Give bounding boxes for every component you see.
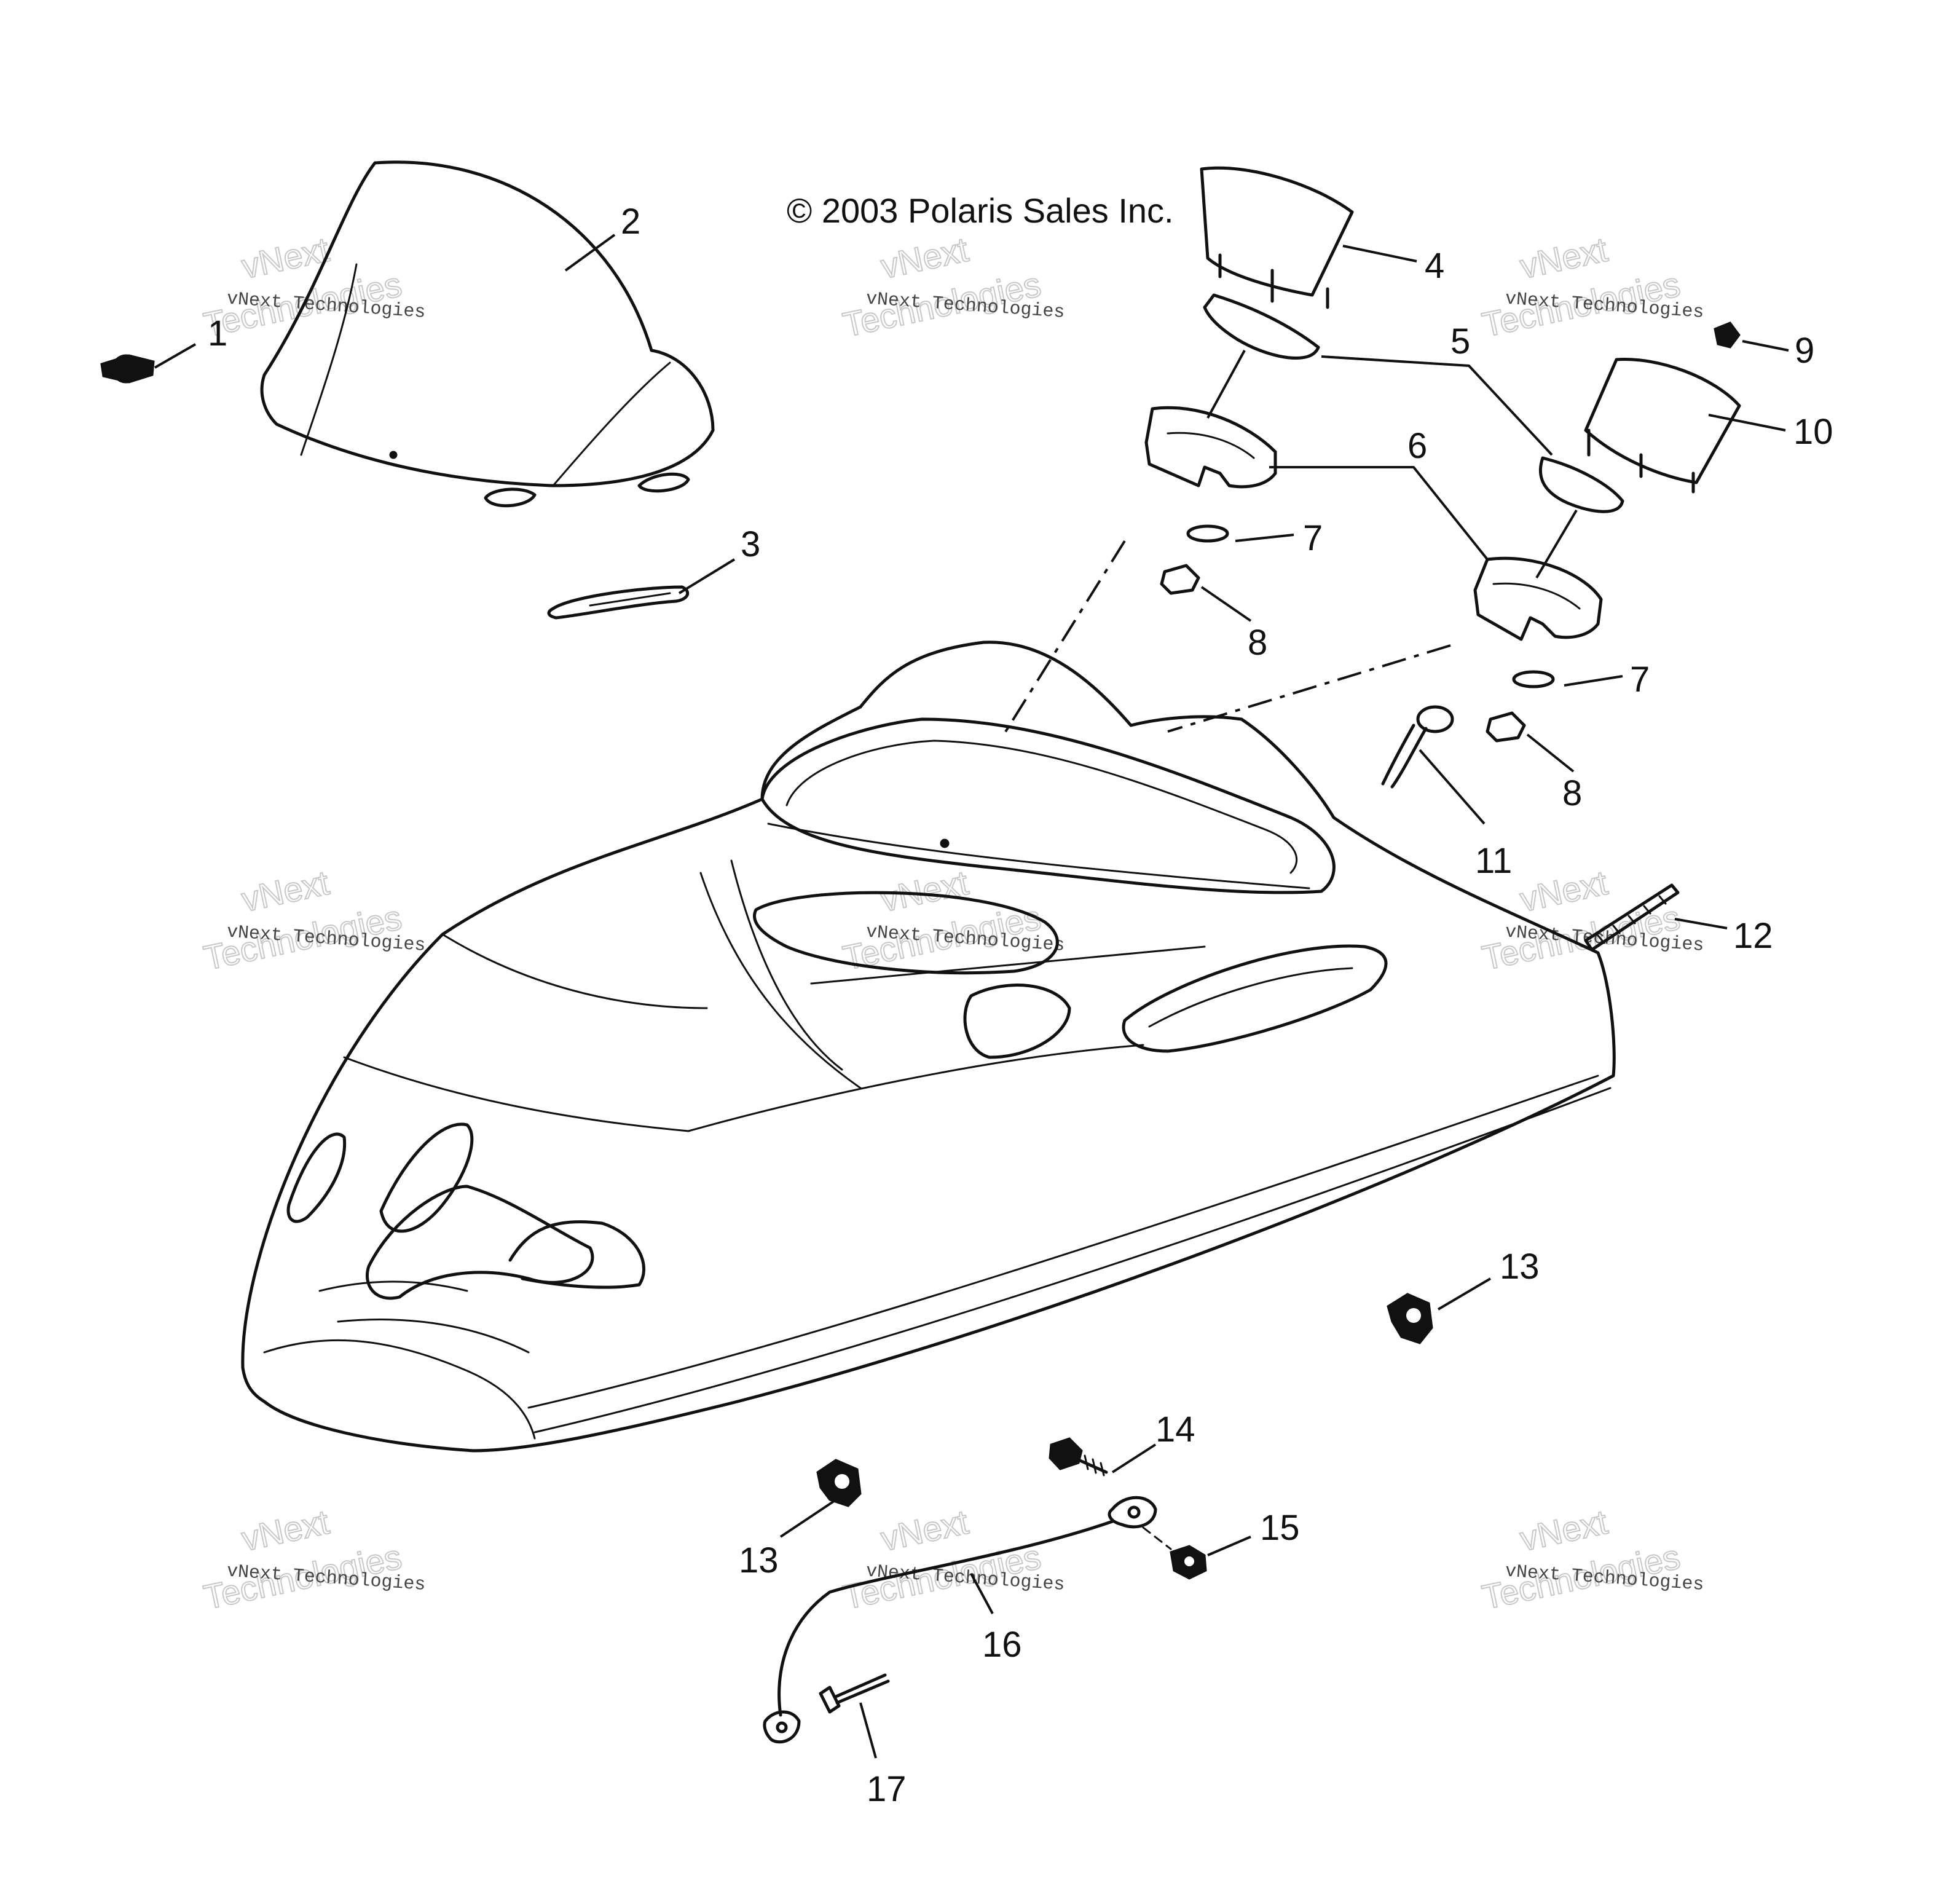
part-4-gauge-cover [1200,166,1354,309]
leader-line [1526,733,1575,773]
callout-4: 4 [1425,246,1444,286]
leader-line [1437,1277,1492,1311]
part-7-washer [1186,524,1229,543]
svg-text:vNext: vNext [1517,1502,1612,1558]
svg-text:vNext: vNext [1517,863,1612,919]
watermark: vNext Technologies vNext Technologies [1478,229,1704,345]
part-16-tether [763,1496,1157,1744]
watermark: vNext Technologies vNext Technologies [839,229,1065,345]
part-5-lens-ring [1203,293,1320,360]
callout-14: 14 [1155,1410,1195,1449]
part-6-gauge-housing [1473,556,1603,641]
callout-12: 12 [1733,916,1773,956]
callout-13: 13 [1500,1247,1540,1287]
callout-8: 8 [1248,623,1267,663]
alignment-line [1001,540,1126,739]
part-8-nut [1160,564,1200,595]
watermarks: vNext Technologies vNext Technologies vN… [200,229,1704,1617]
watermark: vNext Technologies vNext Technologies [839,862,1065,978]
part-13-clip [816,1459,862,1507]
svg-text:vNext: vNext [238,1502,333,1558]
leader-line [1200,586,1252,622]
callout-17: 17 [867,1769,907,1809]
callout-11: 11 [1475,841,1512,881]
svg-text:vNext: vNext [878,230,972,286]
part-17-rivet [819,1673,890,1714]
leader-line [859,1702,877,1759]
callout-9: 9 [1795,331,1814,371]
leader-line [779,1499,837,1538]
part-14-bolt [1049,1437,1108,1477]
watermark: vNext Technologies vNext Technologies [839,1502,1065,1617]
watermark: vNext Technologies vNext Technologies [200,1502,426,1617]
callout-6: 6 [1407,426,1427,466]
callout-1: 1 [208,314,227,353]
part-9-clip [1714,321,1741,349]
part-10-gauge-cover [1584,358,1741,494]
alignment-line [1142,1526,1172,1550]
part-6-gauge-housing [1144,406,1277,489]
part-13-clip [1387,1293,1433,1344]
svg-text:vNext: vNext [238,863,333,919]
svg-text:vNext: vNext [878,1502,972,1558]
leader-line [970,1573,994,1614]
part-15-nut [1170,1545,1207,1580]
leader-line [678,558,736,594]
leader-line [1235,534,1294,542]
part-12-strip [1584,883,1680,952]
callout-13: 13 [739,1540,779,1580]
leader-line [1111,1443,1157,1473]
leader-line [1742,340,1789,352]
callout-7: 7 [1630,660,1650,700]
svg-text:vNext: vNext [1517,230,1612,286]
callout-15: 15 [1260,1508,1300,1548]
leader-line [564,234,616,272]
leader-line [1269,466,1489,561]
callout-16: 16 [982,1625,1022,1665]
callout-10: 10 [1793,412,1833,452]
callout-3: 3 [741,524,760,564]
part-8-nut [1486,711,1526,743]
leader-line [1564,675,1623,687]
part-1-rivet [100,354,155,384]
callout-2: 2 [621,202,640,242]
watermark: vNext Technologies vNext Technologies [1478,1502,1704,1617]
leader-line [1207,1536,1251,1556]
part-11-cable [1381,705,1454,789]
watermark: vNext Technologies vNext Technologies [1478,862,1704,978]
hood-body [241,641,1616,1453]
callout-5: 5 [1450,321,1470,361]
svg-text:vNext: vNext [878,863,972,919]
leader-line [1206,350,1246,419]
leader-line [1342,245,1417,262]
callout-labels: 1 2 3 4 5 6 7 8 9 10 7 8 11 12 13 14 15 … [208,202,1833,1809]
leader-line [1535,509,1578,579]
callout-8: 8 [1562,773,1582,813]
part-7-washer [1512,670,1555,688]
leader-line [1708,414,1786,432]
leader-line [1321,355,1553,456]
copyright-text: © 2003 Polaris Sales Inc. [787,191,1174,230]
part-3-strip [547,585,690,620]
part-2-windshield [260,160,715,508]
watermark: vNext Technologies vNext Technologies [200,862,426,978]
leader-line [1674,918,1728,929]
leader-line [154,343,196,369]
alignment-line [1167,644,1451,733]
part-5-lens-ring [1538,456,1624,513]
leader-line [1419,749,1486,825]
callout-7: 7 [1303,518,1323,558]
